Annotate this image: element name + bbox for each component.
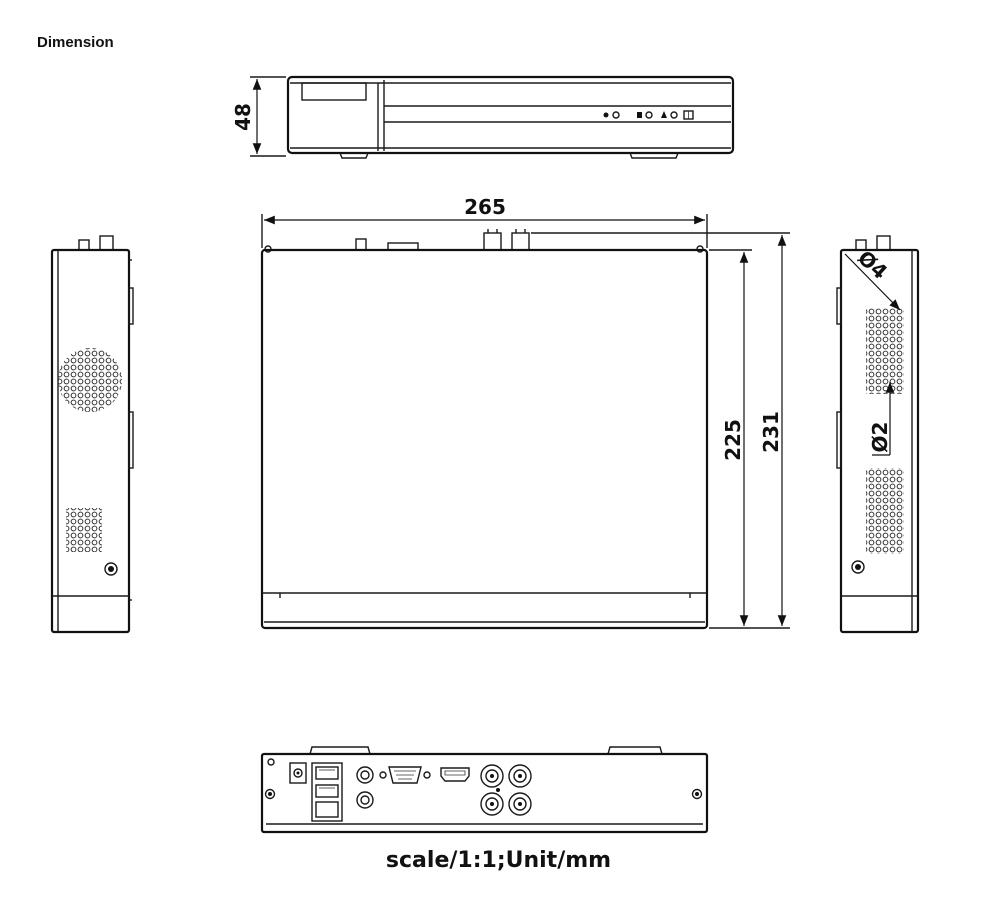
top-view: 265 225 231	[260, 195, 790, 630]
page-title: Dimension	[37, 34, 114, 51]
rear-view	[260, 746, 709, 834]
width-dimension-label: 265	[464, 195, 506, 219]
hole-small-dimension-label: Ø2	[868, 422, 892, 453]
front-indicators	[603, 110, 694, 120]
left-side-view	[50, 235, 134, 634]
right-side-view: Ø4 Ø2	[836, 235, 920, 634]
height-dimension-label: 48	[231, 103, 255, 131]
hole-large-dimension-label: Ø4	[853, 246, 892, 285]
scale-caption: scale/1:1;Unit/mm	[385, 848, 612, 873]
depth-total-dimension-label: 231	[759, 411, 783, 453]
depth-body-dimension-label: 225	[721, 419, 745, 461]
front-view: 48	[231, 75, 735, 159]
bnc-connectors	[480, 764, 532, 816]
